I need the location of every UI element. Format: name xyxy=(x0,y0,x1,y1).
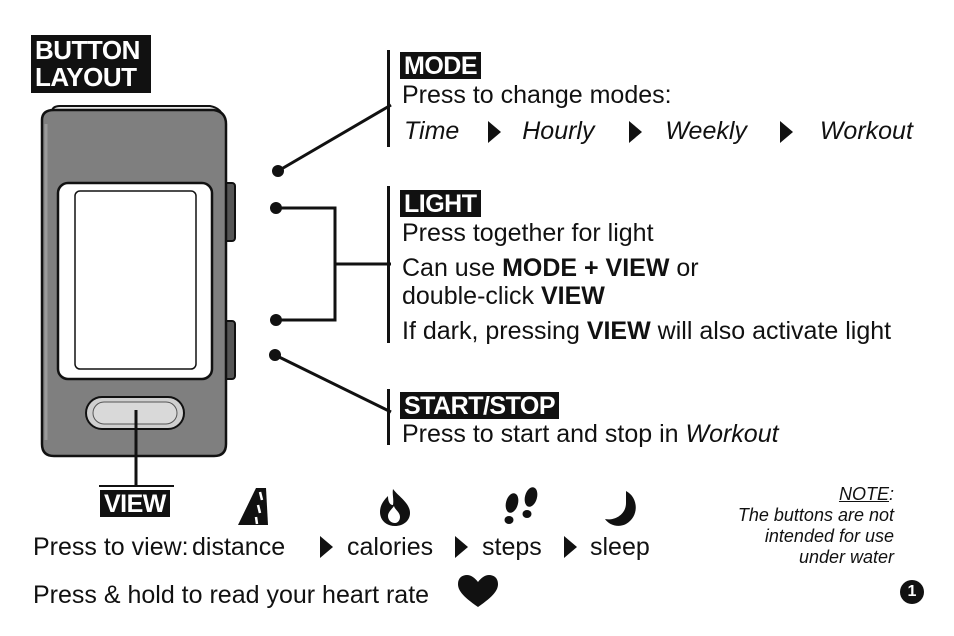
mode-time: Time xyxy=(404,117,460,145)
light-line-4: If dark, pressing VIEW will also activat… xyxy=(402,317,892,345)
view-item-sleep: sleep xyxy=(590,533,650,561)
light-label: LIGHT xyxy=(400,190,481,217)
heart-rate-instruction: Press & hold to read your heart rate xyxy=(33,581,430,609)
startstop-bar xyxy=(387,389,390,445)
mode-sequence: Time Hourly Weekly Workout xyxy=(404,116,913,146)
light-line-3: double-click VIEW xyxy=(402,282,605,310)
view-label: VIEW xyxy=(100,490,170,517)
button-layout-title: BUTTON LAYOUT xyxy=(31,35,151,93)
screen xyxy=(74,190,197,370)
arrow-icon xyxy=(779,121,793,144)
light-bar xyxy=(387,186,390,343)
startstop-label: START/STOP xyxy=(400,392,560,419)
startstop-description: Press to start and stop in Workout xyxy=(402,420,779,448)
view-item-distance: distance xyxy=(192,533,286,561)
mode-workout: Workout xyxy=(819,117,913,145)
arrow-icon xyxy=(629,121,643,144)
mode-label: MODE xyxy=(400,52,481,79)
arrow-icon xyxy=(488,121,502,144)
page-number: 1 xyxy=(900,580,924,604)
mode-weekly: Weekly xyxy=(665,117,747,145)
view-prefix: Press to view: xyxy=(33,533,189,561)
mode-hourly: Hourly xyxy=(522,117,595,145)
view-item-steps: steps xyxy=(482,533,542,561)
light-line-1: Press together for light xyxy=(402,219,654,247)
note: NOTE: The buttons are not intended for u… xyxy=(737,484,894,567)
mode-description: Press to change modes: xyxy=(402,81,672,109)
light-line-2: Can use MODE + VIEW or xyxy=(402,254,699,282)
mode-bar xyxy=(387,50,390,147)
view-item-calories: calories xyxy=(347,533,434,561)
